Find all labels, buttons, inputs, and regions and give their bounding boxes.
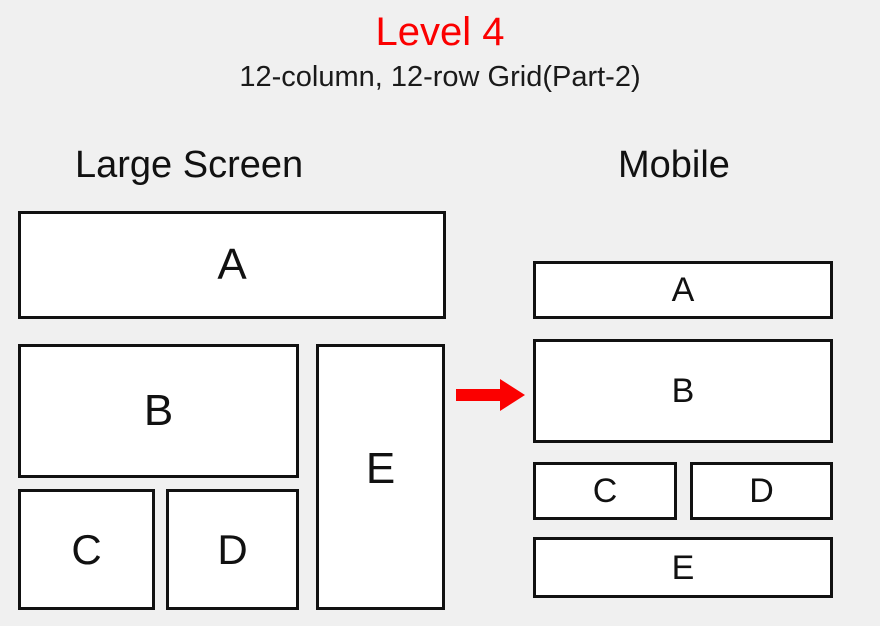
cell-label: A [671, 271, 695, 309]
mobile-cell-a: A [533, 261, 833, 319]
large-screen-cell-b: B [18, 344, 299, 478]
mobile-cell-d: D [690, 462, 833, 520]
mobile-cell-b: B [533, 339, 833, 443]
cell-label: C [592, 472, 618, 510]
mobile-cell-c: C [533, 462, 677, 520]
large-screen-cell-d: D [166, 489, 299, 610]
cell-label: E [671, 548, 695, 587]
large-screen-cell-a: A [18, 211, 446, 319]
mobile-cell-e: E [533, 537, 833, 598]
cell-label: A [217, 240, 247, 289]
cell-label: B [671, 372, 695, 410]
large-screen-heading: Large Screen [75, 144, 304, 186]
cell-label: B [143, 386, 174, 435]
page-subtitle: 12-column, 12-row Grid(Part-2) [239, 61, 641, 93]
cell-label: C [71, 525, 102, 573]
large-screen-cell-c: C [18, 489, 155, 610]
cell-label: D [749, 472, 774, 510]
page-title: Level 4 [375, 10, 505, 54]
cell-label: E [365, 444, 396, 493]
arrow-right-icon [456, 378, 526, 412]
large-screen-cell-e: E [316, 344, 445, 610]
mobile-heading: Mobile [618, 144, 730, 186]
cell-label: D [217, 525, 248, 573]
